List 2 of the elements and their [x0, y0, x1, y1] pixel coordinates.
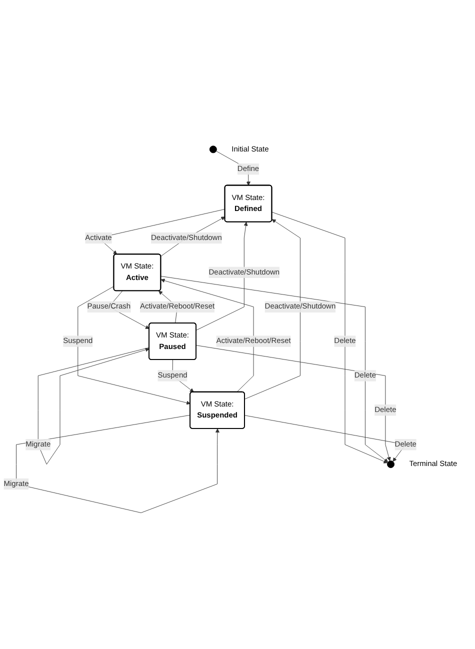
node-circle — [209, 145, 217, 153]
node-circle — [387, 460, 394, 468]
